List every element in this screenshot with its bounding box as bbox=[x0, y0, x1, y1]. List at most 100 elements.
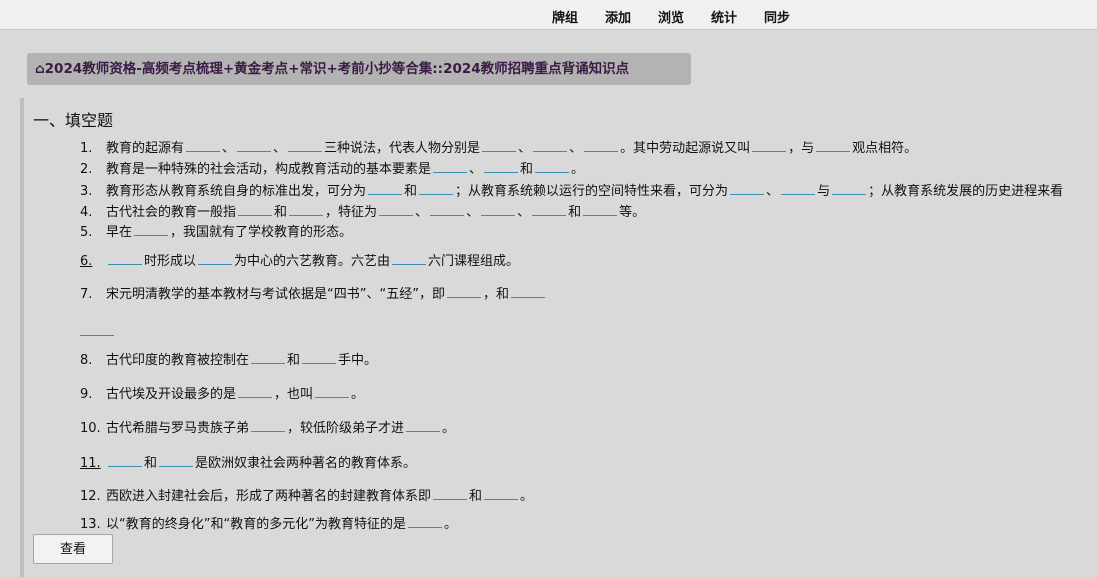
question-text: 、 bbox=[469, 162, 483, 177]
question-text: 、 bbox=[518, 141, 532, 156]
question-row: 3.教育形态从教育系统自身的标准出发，可分为和；从教育系统赖以运行的空间特性来看… bbox=[80, 181, 1063, 201]
answer-blank[interactable] bbox=[134, 222, 169, 236]
question-row: 12.西欧进入封建社会后，形成了两种著名的封建教育体系即和。 bbox=[80, 486, 533, 506]
answer-blank[interactable] bbox=[407, 514, 442, 528]
question-text: ，与 bbox=[788, 141, 815, 156]
question-number: 11. bbox=[80, 456, 101, 471]
nav-stats[interactable]: 统计 bbox=[711, 11, 738, 26]
answer-blank[interactable] bbox=[446, 284, 481, 298]
answer-blank[interactable] bbox=[159, 453, 194, 467]
question-text: 宋元明清教学的基本教材与考试依据是“四书”、“五经”，即 bbox=[106, 287, 445, 302]
question-text: 与 bbox=[817, 184, 831, 199]
answer-blank[interactable] bbox=[510, 284, 545, 298]
question-row: 1.教育的起源有、、三种说法，代表人物分别是、、。其中劳动起源说又叫，与观点相符… bbox=[80, 138, 917, 158]
question-text: 古代社会的教育一般指 bbox=[106, 205, 237, 220]
answer-blank[interactable] bbox=[484, 159, 519, 173]
question-text: 三种说法，代表人物分别是 bbox=[324, 141, 481, 156]
answer-blank[interactable] bbox=[433, 159, 468, 173]
answer-blank[interactable] bbox=[315, 384, 350, 398]
answer-blank[interactable] bbox=[238, 384, 273, 398]
nav-add[interactable]: 添加 bbox=[605, 11, 632, 26]
answer-blank[interactable] bbox=[186, 138, 221, 152]
question-row: 2.教育是一种特殊的社会活动，构成教育活动的基本要素是、和。 bbox=[80, 159, 584, 179]
answer-blank[interactable] bbox=[752, 138, 787, 152]
answer-blank[interactable] bbox=[368, 181, 403, 195]
question-text: 古代印度的教育被控制在 bbox=[106, 353, 250, 368]
question-text: 早在 bbox=[106, 225, 133, 240]
question-text: 。 bbox=[520, 489, 534, 504]
deck-title: ⌂2024教师资格-高频考点梳理+黄金考点+常识+考前小抄等合集::2024教师… bbox=[27, 53, 691, 85]
top-toolbar: 牌组 添加 浏览 统计 同步 bbox=[0, 0, 1097, 30]
question-text: 、 bbox=[466, 205, 480, 220]
nav-browse[interactable]: 浏览 bbox=[658, 11, 685, 26]
answer-blank[interactable] bbox=[533, 138, 568, 152]
answer-blank[interactable] bbox=[730, 181, 765, 195]
answer-blank[interactable] bbox=[237, 138, 272, 152]
answer-blank[interactable] bbox=[379, 202, 414, 216]
answer-blank[interactable] bbox=[289, 202, 324, 216]
question-row: 5.早在，我国就有了学校教育的形态。 bbox=[80, 222, 352, 242]
answer-blank[interactable] bbox=[288, 138, 323, 152]
question-text: 。 bbox=[443, 517, 457, 532]
answer-blank[interactable] bbox=[816, 138, 851, 152]
answer-blank[interactable] bbox=[781, 181, 816, 195]
answer-blank[interactable] bbox=[406, 418, 441, 432]
answer-blank[interactable] bbox=[392, 251, 427, 265]
answer-blank[interactable] bbox=[251, 418, 286, 432]
answer-blank[interactable] bbox=[108, 251, 142, 265]
question-text: 是欧洲奴隶社会两种著名的教育体系。 bbox=[195, 456, 417, 471]
answer-blank[interactable] bbox=[238, 202, 273, 216]
question-text: 和 bbox=[568, 205, 582, 220]
nav-decks[interactable]: 牌组 bbox=[552, 11, 579, 26]
card-content: 一、填空题 1.教育的起源有、、三种说法，代表人物分别是、、。其中劳动起源说又叫… bbox=[20, 98, 1097, 577]
answer-blank[interactable] bbox=[535, 159, 570, 173]
answer-blank[interactable] bbox=[583, 202, 618, 216]
question-text: ；从教育系统发展的历史进程来看 bbox=[868, 184, 1064, 199]
nav-sync[interactable]: 同步 bbox=[764, 11, 791, 26]
question-text: 。其中劳动起源说又叫 bbox=[620, 141, 751, 156]
answer-blank[interactable] bbox=[481, 202, 516, 216]
question-row: 7. 宋元明清教学的基本教材与考试依据是“四书”、“五经”，即 ，和 bbox=[80, 284, 547, 304]
answer-blank[interactable] bbox=[430, 202, 465, 216]
question-number: 4. bbox=[80, 205, 93, 220]
question-row: 9.古代埃及开设最多的是，也叫。 bbox=[80, 384, 364, 404]
question-text: 和 bbox=[287, 353, 301, 368]
answer-blank[interactable] bbox=[108, 453, 142, 467]
question-row: 6.时形成以为中心的六艺教育。六艺由六门课程组成。 bbox=[80, 251, 519, 271]
answer-blank[interactable] bbox=[584, 138, 619, 152]
question-number: 8. bbox=[80, 353, 93, 368]
question-text: 和 bbox=[520, 162, 534, 177]
question-text: 和 bbox=[274, 205, 288, 220]
answer-blank[interactable] bbox=[832, 181, 867, 195]
question-text: 教育的起源有 bbox=[106, 141, 185, 156]
question-text: 教育是一种特殊的社会活动，构成教育活动的基本要素是 bbox=[106, 162, 432, 177]
answer-blank[interactable] bbox=[532, 202, 567, 216]
question-number: 2. bbox=[80, 162, 93, 177]
question-text: 、 bbox=[517, 205, 531, 220]
question-text: 、 bbox=[222, 141, 236, 156]
question-text: 。 bbox=[442, 421, 456, 436]
question-row: 11. 和 是欧洲奴隶社会两种著名的教育体系。 bbox=[80, 453, 416, 473]
answer-blank[interactable] bbox=[80, 322, 114, 336]
question-text: 以“教育的终身化”和“教育的多元化”为教育特征的是 bbox=[106, 517, 406, 532]
answer-blank[interactable] bbox=[419, 181, 454, 195]
question-text: 西欧进入封建社会后，形成了两种著名的封建教育体系即 bbox=[106, 489, 432, 504]
answer-blank[interactable] bbox=[484, 486, 519, 500]
answer-blank[interactable] bbox=[198, 251, 233, 265]
question-text: 和 bbox=[144, 456, 158, 471]
answer-blank[interactable] bbox=[302, 350, 337, 364]
question-number: 10. bbox=[80, 421, 101, 436]
question-text: 为中心的六艺教育。六艺由 bbox=[234, 254, 391, 269]
question-text: ，和 bbox=[482, 287, 509, 302]
question-row: 8.古代印度的教育被控制在和手中。 bbox=[80, 350, 377, 370]
question-number: 3. bbox=[80, 184, 93, 199]
answer-blank[interactable] bbox=[251, 350, 286, 364]
show-answer-button[interactable]: 查看 bbox=[33, 534, 113, 564]
section-title: 一、填空题 bbox=[33, 111, 114, 130]
question-number: 7. bbox=[80, 287, 93, 302]
question-text: 、 bbox=[569, 141, 583, 156]
question-text: ，较低阶级弟子才进 bbox=[287, 421, 405, 436]
answer-blank[interactable] bbox=[433, 486, 468, 500]
answer-blank[interactable] bbox=[482, 138, 517, 152]
question-text: 古代埃及开设最多的是 bbox=[106, 387, 237, 402]
